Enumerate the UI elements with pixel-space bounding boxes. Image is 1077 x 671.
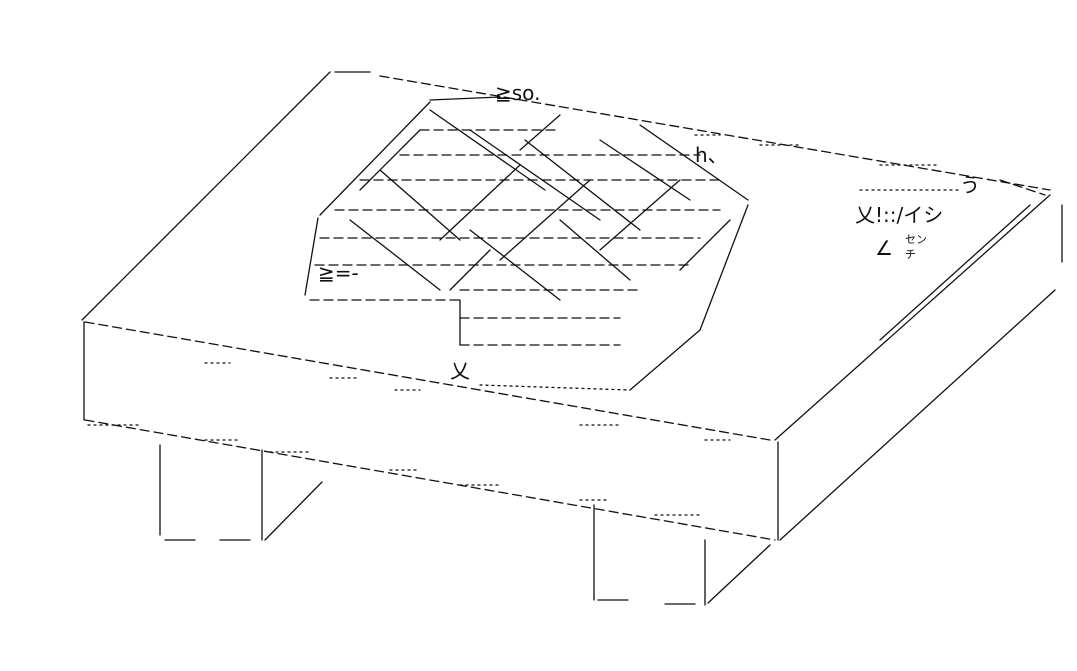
right-leg-side — [707, 544, 771, 604]
table-top-right-lower-edge — [779, 289, 1056, 541]
grill-hatch-up-1 — [359, 129, 421, 191]
table-top-front-lower-edge — [84, 419, 776, 541]
small-creature: う 乂!::/イシ ∠ セン チ — [855, 164, 1046, 261]
grill-hatch-down-2 — [379, 169, 461, 241]
grill-outline-left — [304, 217, 319, 296]
grill-outline-front-bottom — [479, 384, 631, 391]
table-top-inner-edge — [879, 204, 1031, 341]
grill-hatch-down-1 — [429, 109, 546, 191]
creature-chi-glyph: チ — [905, 248, 916, 261]
left-leg-side — [264, 481, 323, 541]
grill-hatch-down-4 — [524, 139, 641, 231]
grill-kanji-glyph: 乂 — [450, 359, 470, 383]
grill-ge-glyph: ≧=- — [318, 261, 359, 285]
grill-hatch-down-8 — [599, 139, 691, 201]
grill-outline-right — [699, 204, 749, 331]
grill-hatch-down-3 — [469, 129, 601, 221]
table-top-back-left-edge — [81, 71, 331, 321]
grill-hatch-down-7 — [559, 219, 631, 281]
table-top — [81, 71, 1063, 541]
grill-h-glyph: h、 — [695, 143, 728, 167]
grill-food: ≧so. h、 ≧=- 乂 — [304, 81, 749, 391]
table-top-front-upper-edge — [84, 321, 771, 441]
grill-hatch-up-3 — [499, 179, 591, 261]
grill-hatch-up-7 — [679, 219, 731, 271]
creature-body-glyphs: 乂!::/イシ — [855, 203, 943, 227]
grill-hatch-up-4 — [599, 179, 681, 251]
grill-outline-front — [629, 329, 701, 391]
table-top-back-right-edge — [379, 75, 1051, 191]
table-leg-left — [159, 444, 323, 541]
grill-outline-right-top — [639, 124, 749, 201]
grill-outline-top — [429, 96, 501, 101]
grill-hatch-up-2 — [439, 164, 521, 241]
grill-hatch-up-5 — [449, 249, 491, 291]
grill-hatch-down-5 — [349, 219, 441, 291]
creature-tail — [999, 179, 1046, 196]
grill-hatch-up-6 — [519, 114, 561, 151]
creature-angle-glyph: ∠ — [875, 236, 893, 260]
creature-sen-glyph: セン — [905, 233, 927, 246]
table-top-dot-marks — [87, 134, 801, 516]
grill-top-glyphs: ≧so. — [495, 81, 540, 105]
creature-u-glyph: う — [960, 173, 980, 197]
table-top-right-edge — [774, 194, 1051, 441]
table-leg-right — [593, 504, 771, 606]
grill-outline-left-top — [319, 101, 431, 216]
